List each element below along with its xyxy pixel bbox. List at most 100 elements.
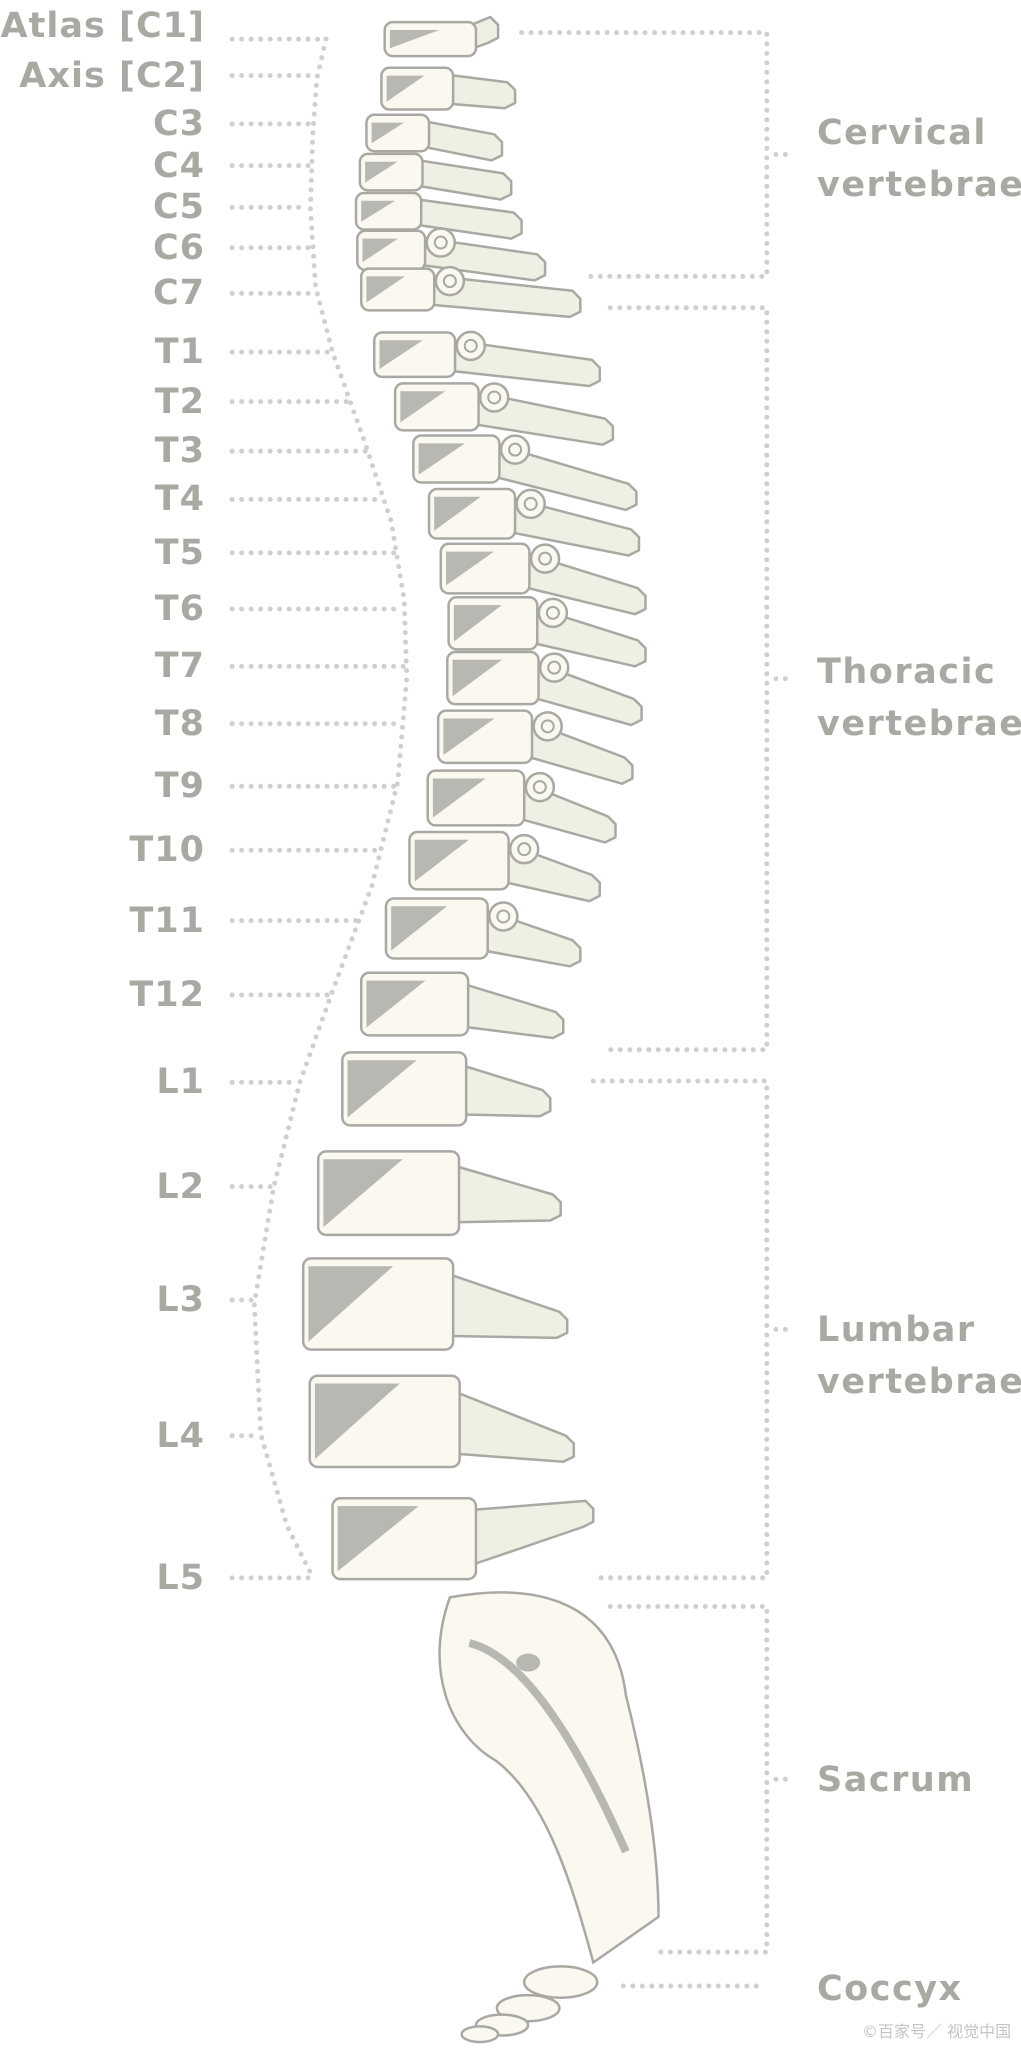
label-t5: T5: [154, 532, 205, 573]
spinous-process: [456, 980, 565, 1040]
body-shadow: [308, 1266, 394, 1342]
vertebra-c1: [383, 15, 500, 58]
vertebra-l1: [341, 1051, 552, 1127]
body-shadow: [366, 980, 426, 1028]
vertebra-t3: [412, 434, 638, 512]
body-shadow: [337, 1506, 419, 1572]
label-t2: T2: [154, 381, 205, 422]
body-shadow: [362, 238, 398, 263]
bracket-lumbar: [590, 1078, 770, 1581]
rib-facet: [524, 771, 556, 803]
rib-facet-inner: [487, 390, 502, 405]
sacrum-bone: [438, 1591, 660, 1965]
spinous-process: [464, 1499, 595, 1569]
body-shadow: [366, 276, 405, 303]
label-c5: C5: [152, 187, 205, 228]
vertebra-t7: [446, 650, 643, 727]
sacrum-shadow: [468, 1639, 630, 1854]
label-l3: L3: [156, 1280, 205, 1321]
rib-facet: [478, 382, 510, 413]
vertebral-column: [301, 15, 660, 2044]
body-shadow: [314, 1383, 400, 1460]
coccyx: [460, 1965, 599, 2044]
vertebra-l3: [301, 1257, 569, 1351]
vertebra-t6: [447, 595, 647, 668]
group-label-line1: Thoracic: [817, 651, 997, 692]
coccyx-segment: [460, 2025, 500, 2044]
rib-facet: [529, 543, 561, 574]
label-l5: L5: [156, 1557, 205, 1598]
group-label-line2: vertebrae: [817, 165, 1021, 206]
vertebra-t4: [427, 487, 641, 557]
rib-facet-inner: [538, 551, 553, 566]
rib-facet-inner: [545, 605, 560, 620]
vertebra-t11: [384, 897, 582, 968]
vertebra-c3: [365, 113, 504, 162]
body-shadow: [418, 443, 465, 475]
group-label-line2: vertebrae: [817, 1362, 1021, 1403]
vertebra-c5: [354, 191, 523, 240]
rib-facet: [455, 330, 486, 362]
vertebra-t12: [359, 971, 565, 1040]
sacral-foramen: [516, 1653, 541, 1672]
vertebra-l2: [316, 1150, 562, 1237]
label-c7: C7: [152, 273, 205, 314]
group-label-line1: Sacrum: [817, 1759, 975, 1800]
label-t1: T1: [154, 332, 205, 373]
right-group-brackets: [519, 30, 793, 1989]
body-shadow: [323, 1159, 403, 1228]
label-c2: Axis [C2]: [19, 55, 205, 96]
label-t8: T8: [154, 703, 205, 744]
rib-facet: [434, 265, 466, 297]
rib-facet-inner: [442, 274, 457, 289]
group-label-line1: Lumbar: [817, 1310, 976, 1351]
rib-facet-inner: [532, 780, 547, 795]
label-t11: T11: [129, 900, 205, 941]
label-c4: C4: [152, 145, 205, 186]
body-shadow: [452, 659, 502, 697]
vertebra-c4: [358, 152, 513, 201]
vertebra-c6: [356, 227, 547, 282]
vertebra-t5: [439, 542, 647, 616]
body-shadow: [400, 391, 446, 423]
vertebra-c7: [359, 265, 582, 319]
label-t7: T7: [154, 646, 205, 687]
body-shadow: [361, 200, 396, 222]
body-shadow: [371, 122, 404, 144]
rib-facet: [499, 434, 531, 465]
rib-facet: [515, 488, 546, 520]
spinous-process: [454, 1062, 552, 1118]
vertebra-t2: [393, 382, 615, 446]
rib-facet-inner: [508, 442, 523, 457]
body-shadow: [391, 906, 447, 951]
watermark: ©百家号／ 视觉中国: [862, 2022, 1012, 2041]
body-shadow: [446, 551, 494, 586]
left-leader-lines: [229, 36, 410, 1581]
vertebra-t9: [426, 769, 617, 844]
label-t3: T3: [154, 431, 205, 472]
body-shadow: [347, 1060, 417, 1118]
rib-facet-inner: [523, 496, 538, 511]
rib-facet-inner: [547, 660, 562, 675]
rib-facet: [425, 227, 457, 258]
vertebra-t1: [372, 330, 602, 388]
rib-facet: [538, 652, 570, 683]
body-shadow: [414, 839, 469, 882]
spinous-process: [410, 158, 513, 201]
rib-facet-inner: [433, 235, 448, 250]
rib-facet: [508, 833, 540, 865]
label-l2: L2: [156, 1166, 205, 1207]
sacrum: [438, 1591, 660, 1965]
spinous-process: [447, 1388, 576, 1464]
bracket-sacrum: [607, 1604, 770, 1955]
label-t6: T6: [154, 588, 205, 629]
spinous-process: [441, 1270, 569, 1340]
label-c1: Atlas [C1]: [0, 6, 205, 47]
spine-curve-dotted-line: [251, 36, 410, 1581]
group-label-sacrum: Sacrum: [817, 1754, 974, 1806]
spinous-process: [447, 1162, 562, 1224]
label-c3: C3: [152, 103, 205, 144]
rib-facet-inner: [517, 842, 532, 857]
rib-facet: [532, 711, 563, 742]
